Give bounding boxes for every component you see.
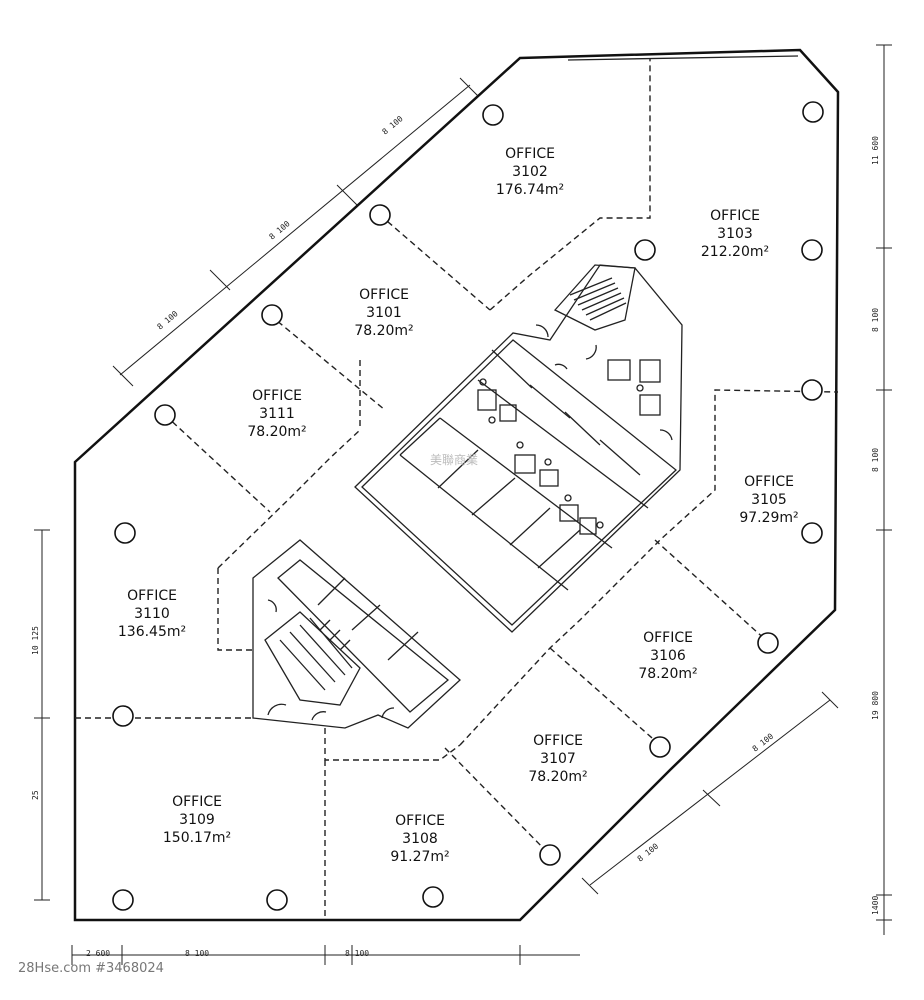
office-3101-area: 78.20m² <box>354 323 413 339</box>
office-3101-number: 3101 <box>366 305 402 321</box>
dim-left-2: 25 <box>31 790 40 800</box>
office-3106-area: 78.20m² <box>638 666 697 682</box>
office-3107-number: 3107 <box>540 751 576 767</box>
office-3110[interactable]: OFFICE 3110 136.45m² <box>118 588 186 640</box>
office-3107[interactable]: OFFICE 3107 78.20m² <box>528 733 587 785</box>
office-3103-type: OFFICE <box>710 208 760 224</box>
office-partitions <box>75 58 839 920</box>
dim-right-4: 19 800 <box>871 691 880 720</box>
office-3111-area: 78.20m² <box>247 424 306 440</box>
office-3109-area: 150.17m² <box>163 830 231 846</box>
dim-right-2: 8 100 <box>871 308 880 332</box>
office-3106-type: OFFICE <box>643 630 693 646</box>
office-3105-number: 3105 <box>751 492 787 508</box>
office-3109-number: 3109 <box>179 812 215 828</box>
office-3103-area: 212.20m² <box>701 244 769 260</box>
dim-bottom-3: 8 100 <box>345 949 369 958</box>
dim-top-2: 8 100 <box>268 219 292 241</box>
office-3105[interactable]: OFFICE 3105 97.29m² <box>739 474 798 526</box>
office-3110-area: 136.45m² <box>118 624 186 640</box>
office-3110-number: 3110 <box>134 606 170 622</box>
dimension-lines <box>34 44 892 965</box>
office-3103[interactable]: OFFICE 3103 212.20m² <box>701 208 769 260</box>
dim-right-5: 1400 <box>871 896 880 915</box>
office-3105-type: OFFICE <box>744 474 794 490</box>
core-block <box>354 264 683 633</box>
office-3102-type: OFFICE <box>505 146 555 162</box>
office-3105-area: 97.29m² <box>739 510 798 526</box>
office-3107-area: 78.20m² <box>528 769 587 785</box>
office-3111-type: OFFICE <box>252 388 302 404</box>
office-3108[interactable]: OFFICE 3108 91.27m² <box>390 813 449 865</box>
office-3108-type: OFFICE <box>395 813 445 829</box>
office-3106-number: 3106 <box>650 648 686 664</box>
office-3101[interactable]: OFFICE 3101 78.20m² <box>354 287 413 339</box>
office-3101-type: OFFICE <box>359 287 409 303</box>
dim-left-1: 10 125 <box>31 626 40 655</box>
core-block-south <box>252 539 461 729</box>
building-outline <box>73 48 840 922</box>
office-3108-area: 91.27m² <box>390 849 449 865</box>
office-3102[interactable]: OFFICE 3102 176.74m² <box>496 146 564 198</box>
office-3102-number: 3102 <box>512 164 548 180</box>
office-3108-number: 3108 <box>402 831 438 847</box>
dim-bottom-2: 8 100 <box>185 949 209 958</box>
office-3109-type: OFFICE <box>172 794 222 810</box>
watermark-center: 美聯商業 <box>430 452 478 467</box>
dim-right-3: 8 100 <box>871 448 880 472</box>
dim-top-1: 8 100 <box>381 114 405 136</box>
dim-bottom-right-1: 8 100 <box>751 732 776 754</box>
office-3106[interactable]: OFFICE 3106 78.20m² <box>638 630 697 682</box>
office-3102-area: 176.74m² <box>496 182 564 198</box>
office-3111-number: 3111 <box>259 406 295 422</box>
dim-bottom-right-2: 8 100 <box>636 842 661 864</box>
watermark-site: 28Hse.com #3468024 <box>18 961 164 976</box>
dim-right-1: 11 600 <box>871 136 880 165</box>
office-3111[interactable]: OFFICE 3111 78.20m² <box>247 388 306 440</box>
office-3107-type: OFFICE <box>533 733 583 749</box>
dim-bottom-1: 2 600 <box>86 949 110 958</box>
office-3103-number: 3103 <box>717 226 753 242</box>
office-3110-type: OFFICE <box>127 588 177 604</box>
office-3109[interactable]: OFFICE 3109 150.17m² <box>163 794 231 846</box>
columns <box>112 101 824 911</box>
